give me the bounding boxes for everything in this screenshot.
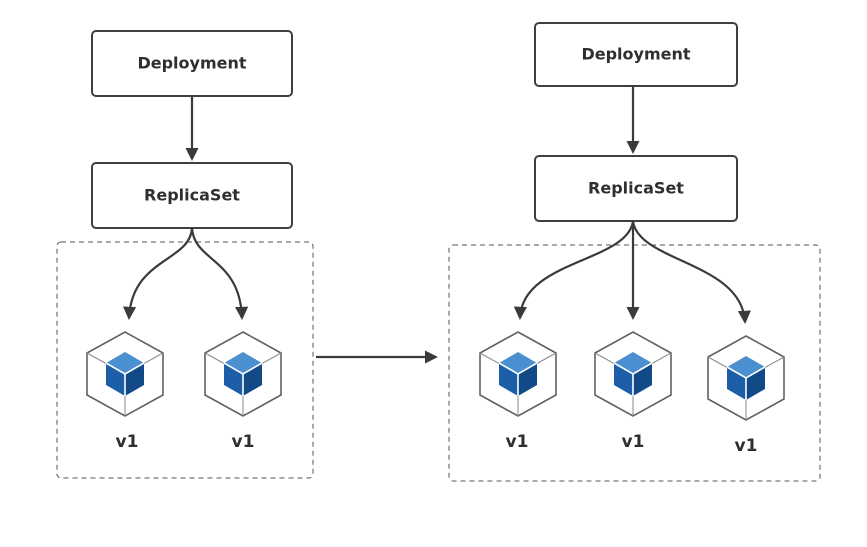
left-pod-2: v1 [204,331,282,452]
left-deployment-box: Deployment [91,30,293,97]
right-pod-2-label: v1 [622,432,645,452]
right-pod-2: v1 [594,331,672,452]
right-replicaset-box: ReplicaSet [534,155,738,222]
right-pod-3-cube-icon [707,335,785,421]
right-pod-3: v1 [707,335,785,456]
left-pod-1: v1 [86,331,164,452]
right-pod-3-label: v1 [735,436,758,456]
right-replicaset-to-pod-3-arrow [631,220,752,324]
right-deployment-label: Deployment [581,45,690,64]
left-deployment-label: Deployment [137,54,246,73]
left-pod-1-cube-icon [86,331,164,417]
right-deployment-box: Deployment [534,22,738,87]
right-pod-1-cube-icon [479,331,557,417]
left-replicaset-label: ReplicaSet [144,186,240,205]
left-pod-group [56,241,314,479]
left-pod-2-cube-icon [204,331,282,417]
right-replicaset-label: ReplicaSet [588,179,684,198]
right-pod-group [448,244,821,482]
left-replicaset-to-pod-2-arrow [190,227,249,320]
left-replicaset-box: ReplicaSet [91,162,293,229]
left-replicaset-to-pod-1-arrow [122,227,194,320]
left-pod-2-label: v1 [232,432,255,452]
left-pod-1-label: v1 [116,432,139,452]
right-replicaset-to-pod-1-arrow [513,220,635,320]
right-pod-1: v1 [479,331,557,452]
right-pod-2-cube-icon [594,331,672,417]
right-pod-1-label: v1 [506,432,529,452]
